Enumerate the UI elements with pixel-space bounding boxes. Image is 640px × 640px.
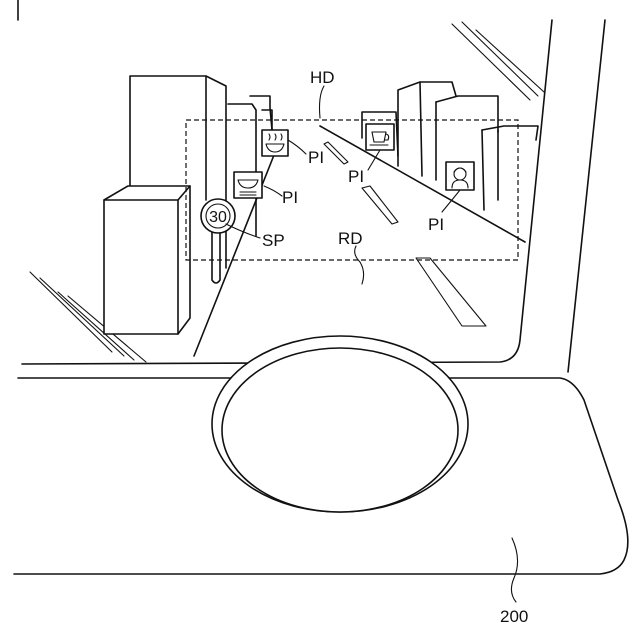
label-200: 200 <box>500 607 528 626</box>
label-pi-2: PI <box>282 188 298 207</box>
label-rd: RD <box>338 229 363 248</box>
left-buildings <box>104 76 272 334</box>
label-sp: SP <box>262 231 285 250</box>
speed-sign: 30 <box>201 199 235 283</box>
label-pi-4: PI <box>428 215 444 234</box>
hud-projector-unit <box>212 336 468 512</box>
speed-limit-value: 30 <box>209 209 227 226</box>
poi-person <box>446 162 474 190</box>
poi-coffee <box>366 124 394 150</box>
poi-ramen <box>234 172 262 198</box>
poi-hot-soup <box>262 130 288 156</box>
label-pi-1: PI <box>308 148 324 167</box>
label-pi-3: PI <box>348 167 364 186</box>
label-hd: HD <box>310 68 335 87</box>
